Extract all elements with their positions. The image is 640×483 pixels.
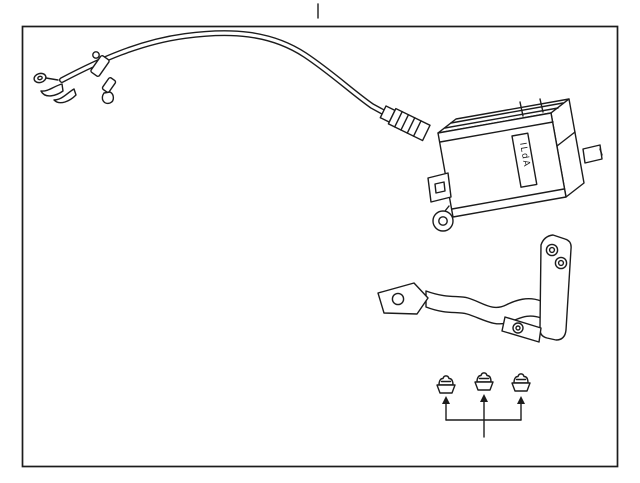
actuator-knob bbox=[582, 144, 603, 164]
cable-connector bbox=[379, 105, 431, 142]
actuator-tab bbox=[427, 172, 452, 203]
bracket-plate bbox=[539, 234, 572, 341]
actuator-label-plate: ILdA bbox=[511, 132, 538, 188]
clip-arrows bbox=[442, 394, 525, 438]
cable-fork-end bbox=[40, 83, 77, 104]
actuator-hook bbox=[432, 205, 454, 232]
cable-outline bbox=[59, 30, 399, 122]
bracket-web bbox=[425, 290, 542, 325]
bracket-left-tab bbox=[377, 282, 429, 315]
clip-1 bbox=[436, 375, 456, 394]
clip-2 bbox=[474, 372, 494, 391]
actuator-label-text: ILdA bbox=[517, 142, 531, 169]
mounting-bracket bbox=[377, 234, 572, 343]
cable-end-eyelet bbox=[33, 72, 59, 84]
diagram-border bbox=[21, 25, 619, 468]
actuator-unit: ILdA bbox=[427, 98, 603, 232]
cable-assembly bbox=[33, 30, 431, 142]
cable-adjuster bbox=[90, 51, 117, 105]
bracket-foot bbox=[501, 316, 542, 343]
clip-3 bbox=[511, 373, 531, 392]
cable-core bbox=[60, 31, 398, 121]
clip-fasteners bbox=[436, 372, 531, 438]
